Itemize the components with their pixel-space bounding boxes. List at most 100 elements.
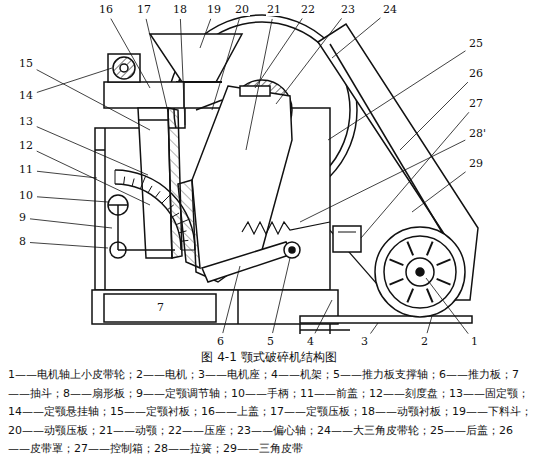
callout-number: 6 — [216, 336, 225, 348]
leader-line — [255, 18, 302, 88]
leader-line — [328, 51, 465, 140]
part-entry: 24——大三角皮带轮； — [317, 424, 430, 437]
callout-number: 3 — [360, 336, 369, 348]
leader-line — [37, 127, 148, 175]
callout-number: 29 — [468, 158, 484, 170]
callout-number: 20 — [234, 4, 250, 16]
callout-number: 9 — [18, 212, 27, 224]
part-entry: 15——定颚衬板； — [110, 405, 201, 418]
leader-line — [273, 258, 290, 333]
dial-tick — [172, 213, 179, 217]
part-entry: 8——扇形板； — [63, 387, 136, 400]
dial-tick — [132, 179, 134, 187]
part-entry: 3——电机座； — [198, 368, 271, 381]
part-entry: 23——偏心轴； — [237, 424, 317, 437]
callout-number: 28' — [468, 128, 487, 140]
dial-tick — [179, 231, 187, 233]
part-entry: 4——机架； — [271, 368, 333, 381]
dial-tick — [180, 240, 188, 241]
callout-number: 10 — [18, 190, 34, 202]
motor-fin — [390, 279, 404, 285]
callout-number: 13 — [18, 116, 34, 128]
part-entry: 27——控制箱； — [74, 442, 154, 455]
motor-fin — [390, 259, 404, 265]
dial-tick — [115, 170, 116, 184]
part-entry: 10——手柄； — [231, 387, 300, 400]
callout-number: 18 — [172, 4, 188, 16]
leader-line — [30, 243, 108, 248]
leader-line — [200, 19, 211, 48]
part-entry: 1——电机轴上小皮带轮； — [8, 368, 136, 381]
leader-line — [111, 19, 150, 88]
leader-line — [223, 266, 240, 333]
part-entry: 12——刻度盘； — [369, 387, 449, 400]
motor-fin — [437, 279, 451, 285]
part-entry: 18——动颚衬板； — [361, 405, 452, 418]
motor-fin — [427, 289, 433, 303]
dial-tick — [148, 186, 152, 193]
leader-line — [400, 82, 468, 150]
part-entry: 21——动颚； — [99, 424, 168, 437]
dial-tick — [181, 250, 195, 251]
callout-number: 19 — [206, 4, 222, 16]
leader-line — [37, 197, 108, 202]
leader-line — [361, 112, 469, 238]
callout-number: 11 — [18, 164, 34, 176]
callout-number: 17 — [136, 4, 152, 16]
part-entry: 11——前盖； — [300, 387, 369, 400]
callout-number: 5 — [266, 336, 275, 348]
figure-caption: 图 4-1 颚式破碎机结构图 — [0, 349, 538, 366]
part-entry: 29——三角皮带 — [223, 442, 303, 455]
part-entry: 6——推力板； — [439, 368, 512, 381]
leader-line — [246, 19, 272, 150]
callout-number: 16 — [98, 4, 114, 16]
part-entry: 9——定颚调节轴； — [136, 387, 231, 400]
parts-list: 1——电机轴上小皮带轮；2——电机；3——电机座；4——机架；5——推力板支撑轴… — [8, 366, 532, 459]
callout-number: 23 — [340, 4, 356, 16]
motor-fin — [407, 289, 413, 303]
dial-tick — [140, 176, 145, 189]
part-entry: 5——推力板支撑轴； — [333, 368, 439, 381]
part-entry: 14——定颚悬挂轴； — [8, 405, 110, 418]
motor-fin — [427, 242, 433, 256]
motor-fin — [437, 259, 451, 265]
part-entry: 13——固定颚； — [449, 387, 529, 400]
leader-line — [412, 172, 466, 212]
leader-line — [37, 68, 112, 92]
callout-number: 2 — [420, 336, 429, 348]
callout-number: 4 — [306, 336, 315, 348]
part-entry: 16——上盖； — [201, 405, 270, 418]
leader-line — [315, 300, 332, 333]
leader-line — [37, 151, 150, 205]
callout-number: 22 — [300, 4, 316, 16]
part-entry: 22——压座； — [168, 424, 237, 437]
dial-tick — [176, 219, 189, 224]
part-entry: 2——电机； — [136, 368, 198, 381]
part-entry: 25——后盖； — [430, 424, 499, 437]
callout-number: 8 — [18, 236, 27, 248]
leader-line — [276, 18, 342, 104]
callout-number: 27 — [468, 98, 484, 110]
callout-number: 25 — [468, 38, 484, 50]
callout-number: 15 — [18, 58, 34, 70]
leader-line — [426, 278, 468, 334]
leader-line — [37, 70, 150, 130]
callout-number: 24 — [382, 4, 398, 16]
callout-number: 7 — [156, 302, 165, 314]
leader-line — [332, 18, 380, 58]
leader-line — [146, 19, 168, 112]
callout-number: 14 — [18, 90, 34, 102]
callout-number: 26 — [468, 68, 484, 80]
part-entry: 17——定颚压板； — [270, 405, 361, 418]
leader-line — [371, 323, 378, 334]
leader-line — [300, 140, 465, 222]
dial-tick — [124, 177, 125, 185]
leader-line — [212, 19, 239, 110]
callout-number: 21 — [266, 4, 282, 16]
dial-tick — [167, 205, 173, 210]
leader-line — [427, 316, 432, 333]
part-entry: 28——拉簧； — [154, 442, 223, 455]
callout-number: 12 — [18, 140, 34, 152]
dial-tick — [162, 193, 172, 203]
